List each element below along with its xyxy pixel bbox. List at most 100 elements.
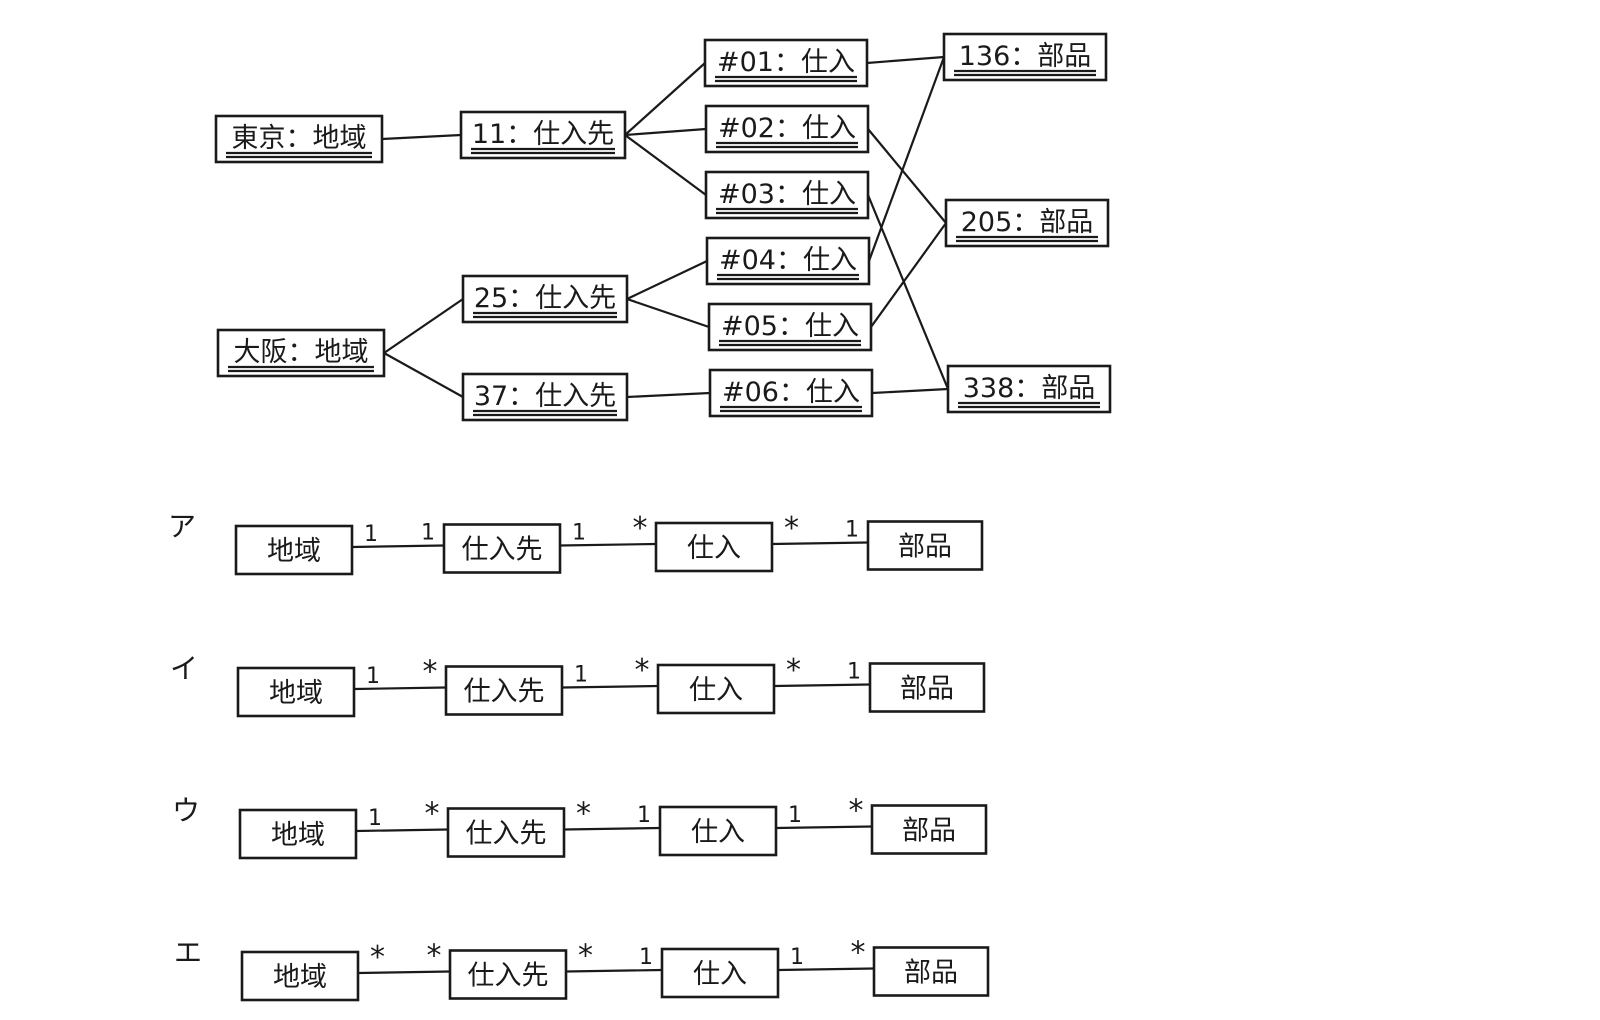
multiplicity-right: *: [427, 939, 442, 974]
purchase-object: #04：仕入: [705, 236, 871, 286]
multiplicity-right: *: [633, 511, 648, 546]
instance-link: [383, 298, 464, 354]
multiplicity-right: *: [849, 794, 864, 829]
supplier-object-label: 11：仕入先: [472, 119, 614, 150]
part-object: 136：部品: [942, 32, 1108, 82]
part-object-label: 338：部品: [963, 373, 1096, 404]
class-box: 部品: [870, 804, 988, 855]
class-box: 仕入: [658, 805, 778, 857]
supplier-object: 11：仕入先: [459, 110, 627, 160]
class-box: 地域: [236, 666, 356, 718]
multiplicity-right: 1: [847, 660, 861, 685]
instance-links: [381, 55, 950, 399]
region-object-label: 大阪：地域: [234, 337, 369, 368]
class-box: 仕入先: [448, 949, 568, 1000]
class-name: 仕入: [693, 959, 747, 990]
instance-link: [626, 260, 708, 300]
instance-link: [867, 56, 946, 262]
instance-link: [624, 127, 707, 137]
class-box: 仕入先: [442, 523, 562, 574]
purchase-object-label: #06：仕入: [722, 377, 860, 408]
part-object: 338：部品: [946, 364, 1112, 414]
supplier-object: 37：仕入先: [461, 372, 629, 422]
association-line: [355, 828, 449, 833]
class-name: 仕入: [689, 675, 743, 706]
instance-link: [626, 391, 711, 399]
supplier-object: 25：仕入先: [461, 274, 629, 324]
association-line: [777, 967, 875, 972]
association-line: [357, 970, 451, 975]
instance-link: [383, 352, 464, 398]
association-line: [775, 825, 873, 830]
class-name: 部品: [902, 816, 956, 847]
purchase-object-label: #03：仕入: [718, 179, 856, 210]
option-label: イ: [170, 652, 198, 685]
instance-link: [866, 55, 945, 65]
class-box: 仕入: [660, 947, 780, 999]
multiplicity-left: 1: [572, 521, 586, 546]
supplier-object-label: 25：仕入先: [474, 283, 616, 314]
association-line: [559, 542, 657, 547]
multiplicity-left: 1: [574, 663, 588, 688]
association-line: [351, 544, 445, 549]
class-box: 地域: [240, 950, 360, 1002]
association-line: [563, 826, 661, 831]
purchase-object: #05：仕入: [707, 302, 873, 352]
multiplicity-right: *: [851, 936, 866, 971]
class-box: 部品: [868, 662, 986, 713]
option-label: エ: [174, 936, 202, 969]
multiplicity-right: 1: [845, 518, 859, 543]
purchase-object-label: #05：仕入: [721, 311, 859, 342]
purchase-object-label: #01：仕入: [717, 47, 855, 78]
association-line: [561, 684, 659, 689]
part-object: 205：部品: [944, 198, 1110, 248]
class-name: 仕入先: [468, 961, 549, 992]
class-box: 地域: [234, 524, 354, 576]
class-name: 仕入先: [464, 677, 545, 708]
instance-link: [624, 134, 707, 196]
instance-link: [870, 222, 947, 328]
multiplicity-left: *: [576, 797, 591, 832]
purchase-object: #01：仕入: [703, 38, 869, 88]
purchase-object-label: #02：仕入: [718, 113, 856, 144]
multiplicity-right: *: [635, 653, 650, 688]
purchase-object-label: #04：仕入: [719, 245, 857, 276]
multiplicity-right: 1: [421, 521, 435, 546]
class-box: 仕入先: [446, 807, 566, 858]
instance-link: [624, 62, 706, 136]
class-box: 地域: [238, 808, 358, 860]
class-name: 仕入先: [466, 819, 547, 850]
class-name: 地域: [271, 820, 325, 851]
supplier-object-label: 37：仕入先: [474, 381, 616, 412]
option-label: ウ: [172, 794, 200, 827]
part-object-label: 205：部品: [961, 207, 1094, 238]
instance-link: [866, 194, 950, 390]
multiplicity-left: *: [784, 511, 799, 546]
class-name: 部品: [900, 674, 954, 705]
class-name: 仕入: [687, 533, 741, 564]
instance-link: [867, 128, 947, 224]
region-object: 東京：地域: [214, 114, 384, 164]
multiplicity-right: 1: [637, 803, 651, 828]
multiplicity-right: *: [423, 655, 438, 690]
class-name: 仕入: [691, 817, 745, 848]
multiplicity-left: *: [370, 940, 385, 975]
class-name: 地域: [267, 536, 321, 567]
class-box: 仕入先: [444, 665, 564, 716]
region-object: 大阪：地域: [216, 328, 386, 378]
purchase-object: #06：仕入: [708, 368, 874, 418]
multiplicity-left: 1: [368, 806, 382, 831]
class-name: 部品: [904, 958, 958, 989]
instance-link: [871, 387, 949, 395]
region-object-label: 東京：地域: [232, 123, 367, 154]
association-line: [771, 541, 869, 546]
association-line: [353, 686, 447, 691]
option-label: ア: [168, 510, 196, 543]
class-box: 仕入: [654, 521, 774, 573]
multiplicity-left: 1: [366, 664, 380, 689]
multiplicity-left: 1: [364, 522, 378, 547]
